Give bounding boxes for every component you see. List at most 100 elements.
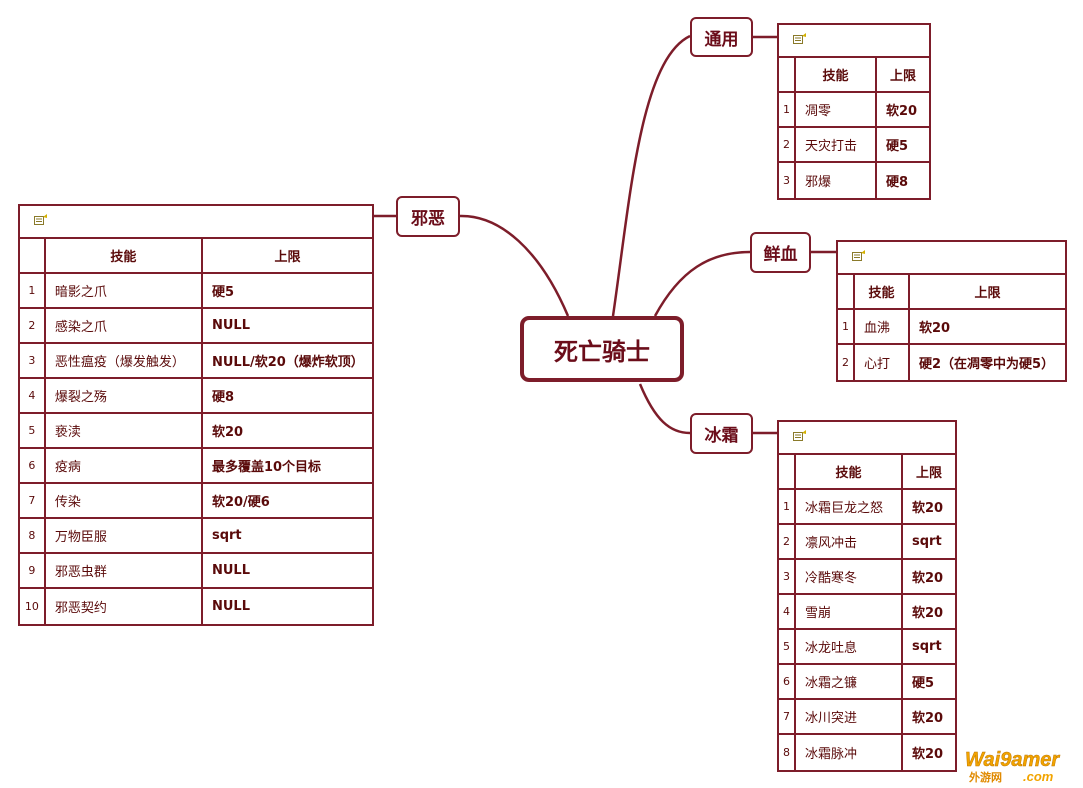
skill-limit: 软20 bbox=[919, 321, 951, 336]
skill-name: 血沸 bbox=[855, 310, 910, 343]
branch-general[interactable]: 通用 bbox=[690, 17, 753, 57]
skill-limit: 硬5 bbox=[211, 285, 235, 300]
row-index: 1 bbox=[779, 490, 796, 523]
skill-name: 暗影之爪 bbox=[46, 274, 203, 307]
note-header bbox=[779, 422, 955, 455]
branch-blood[interactable]: 鲜血 bbox=[750, 232, 811, 273]
row-index: 8 bbox=[20, 519, 46, 552]
row-index: 8 bbox=[779, 735, 796, 770]
branch-evil[interactable]: 邪恶 bbox=[396, 196, 460, 237]
header-limit: 上限 bbox=[915, 466, 942, 481]
skill-limit: 软20/硬6 bbox=[211, 495, 270, 510]
note-header bbox=[838, 242, 1065, 275]
skill-limit: 硬8 bbox=[211, 390, 235, 405]
skill-name: 冰霜之镰 bbox=[796, 665, 903, 698]
table-header-row: 技能上限 bbox=[779, 58, 929, 93]
skill-name: 天灾打击 bbox=[796, 128, 877, 161]
skill-limit: 硬2（在凋零中为硬5） bbox=[919, 357, 1055, 372]
row-index: 6 bbox=[779, 665, 796, 698]
header-index-cell bbox=[779, 455, 796, 488]
skill-limit: 软20 bbox=[912, 711, 944, 726]
skill-name: 冰霜脉冲 bbox=[796, 735, 903, 770]
row-index: 2 bbox=[779, 525, 796, 558]
row-index: 6 bbox=[20, 449, 46, 482]
skill-limit: 硬8 bbox=[886, 175, 909, 190]
table-header-row: 技能上限 bbox=[838, 275, 1065, 310]
row-index: 3 bbox=[779, 560, 796, 593]
connector-frost bbox=[638, 383, 691, 435]
skill-name: 凋零 bbox=[796, 93, 877, 126]
note-icon[interactable] bbox=[793, 33, 807, 44]
skill-name: 心打 bbox=[855, 345, 910, 380]
skill-limit: sqrt bbox=[211, 528, 242, 543]
header-index-cell bbox=[838, 275, 855, 308]
header-limit: 上限 bbox=[274, 250, 301, 265]
skill-name: 亵渎 bbox=[46, 414, 203, 447]
row-index: 5 bbox=[20, 414, 46, 447]
skill-name: 冰龙吐息 bbox=[796, 630, 903, 663]
connector-general bbox=[611, 34, 691, 317]
header-skill: 技能 bbox=[796, 58, 877, 91]
central-node[interactable]: 死亡骑士 bbox=[520, 316, 684, 382]
note-header bbox=[20, 206, 372, 239]
skill-name: 凛风冲击 bbox=[796, 525, 903, 558]
skill-name: 传染 bbox=[46, 484, 203, 517]
skill-limit: sqrt bbox=[912, 534, 942, 549]
skill-limit: 软20 bbox=[211, 425, 244, 440]
row-index: 1 bbox=[838, 310, 855, 343]
row-index: 7 bbox=[20, 484, 46, 517]
row-index: 4 bbox=[779, 595, 796, 628]
skill-limit: 硬5 bbox=[912, 676, 935, 691]
branch-frost[interactable]: 冰霜 bbox=[690, 413, 753, 454]
note-icon[interactable] bbox=[852, 250, 866, 261]
skill-name: 冰川突进 bbox=[796, 700, 903, 733]
skill-limit: NULL bbox=[211, 563, 250, 578]
skill-limit: 软20 bbox=[912, 501, 944, 516]
table-header-row: 技能上限 bbox=[779, 455, 955, 490]
watermark-main: Wai9amer bbox=[965, 749, 1060, 771]
note-header bbox=[779, 25, 929, 58]
skill-name: 邪爆 bbox=[796, 163, 877, 198]
row-index: 5 bbox=[779, 630, 796, 663]
skill-name: 雪崩 bbox=[796, 595, 903, 628]
watermark-domain: .com bbox=[1023, 769, 1054, 784]
row-index: 2 bbox=[20, 309, 46, 342]
skill-name: 疫病 bbox=[46, 449, 203, 482]
connector-blood bbox=[653, 250, 751, 317]
note-icon[interactable] bbox=[34, 214, 48, 225]
row-index: 10 bbox=[20, 589, 46, 624]
skill-limit: 硬5 bbox=[886, 139, 909, 154]
header-skill: 技能 bbox=[796, 455, 903, 488]
skill-limit: 软20 bbox=[886, 104, 918, 119]
row-index: 1 bbox=[779, 93, 796, 126]
skill-limit: 软20 bbox=[912, 606, 944, 621]
row-index: 2 bbox=[779, 128, 796, 161]
table-header-row: 技能上限 bbox=[20, 239, 372, 274]
skill-limit: 软20 bbox=[912, 571, 944, 586]
note-icon[interactable] bbox=[793, 430, 807, 441]
header-index-cell bbox=[20, 239, 46, 272]
row-index: 2 bbox=[838, 345, 855, 380]
